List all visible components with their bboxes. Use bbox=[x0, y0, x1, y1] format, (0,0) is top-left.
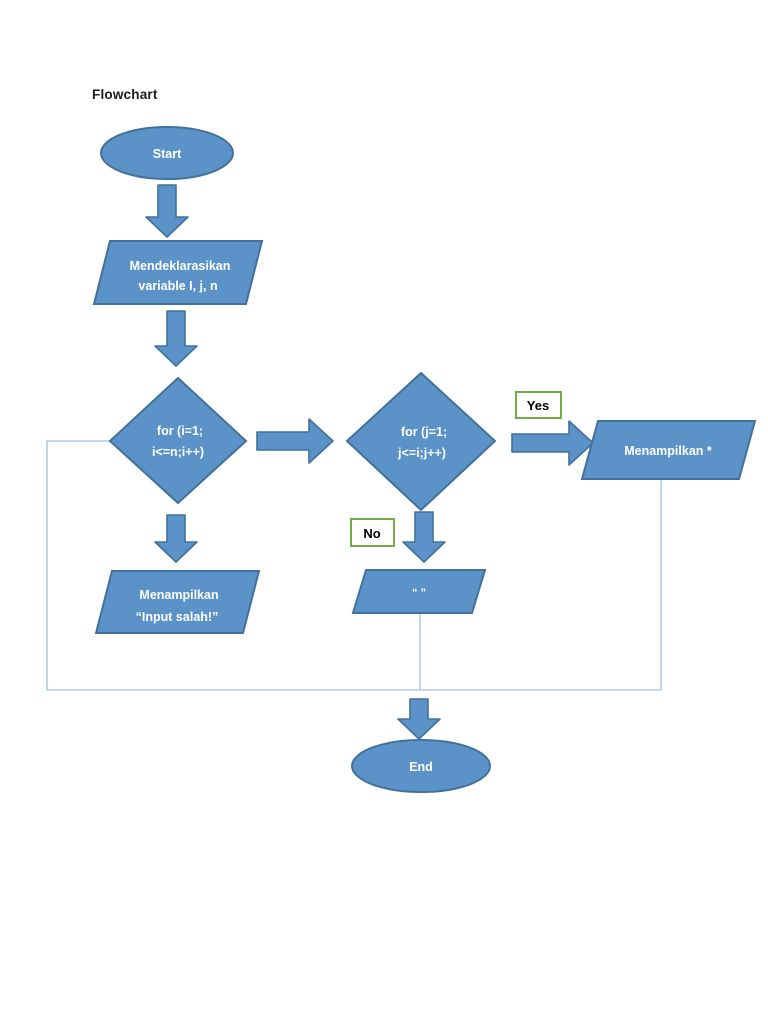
print-error-label-line1: Menampilkan bbox=[139, 588, 218, 602]
arrow-down-outerloop-printerror-icon bbox=[154, 514, 198, 563]
declare-node: Mendeklarasikan variable I, j, n bbox=[92, 240, 264, 305]
end-node: End bbox=[351, 739, 491, 793]
arrow-down-end-icon bbox=[397, 698, 441, 740]
yes-edge-label: Yes bbox=[515, 391, 562, 419]
end-label: End bbox=[409, 760, 433, 774]
print-error-node: Menampilkan “Input salah!” bbox=[94, 570, 261, 634]
loop-connector-line bbox=[46, 440, 662, 691]
arrow-right-yes-printstar-icon bbox=[511, 420, 594, 466]
print-space-label: “ ” bbox=[412, 587, 426, 599]
outer-loop-label-line1: for (i=1; bbox=[157, 424, 203, 438]
arrow-down-declare-outerloop-icon bbox=[154, 310, 198, 367]
print-error-label-line2: “Input salah!” bbox=[136, 610, 219, 624]
inner-loop-label-line2: j<=i;j++) bbox=[397, 446, 446, 460]
print-space-node: “ ” bbox=[351, 569, 487, 614]
print-star-label: Menampilkan * bbox=[624, 444, 712, 458]
no-label-text: No bbox=[363, 526, 380, 541]
arrow-down-no-printspace-icon bbox=[402, 511, 446, 563]
print-star-node: Menampilkan * bbox=[580, 420, 757, 480]
start-label: Start bbox=[153, 147, 182, 161]
outer-loop-node: for (i=1; i<=n;i++) bbox=[108, 376, 248, 505]
start-node: Start bbox=[100, 126, 234, 180]
arrow-right-outerloop-innerloop-icon bbox=[256, 418, 334, 464]
outer-loop-label-line2: i<=n;i++) bbox=[152, 445, 204, 459]
arrow-down-start-declare-icon bbox=[145, 184, 189, 238]
declare-label-line2: variable I, j, n bbox=[138, 279, 217, 293]
inner-loop-node: for (j=1; j<=i;j++) bbox=[345, 371, 497, 512]
inner-loop-label-line1: for (j=1; bbox=[401, 425, 447, 439]
declare-label-line1: Mendeklarasikan bbox=[130, 259, 231, 273]
yes-label-text: Yes bbox=[527, 398, 549, 413]
page-title: Flowchart bbox=[92, 87, 158, 102]
no-edge-label: No bbox=[350, 518, 395, 547]
